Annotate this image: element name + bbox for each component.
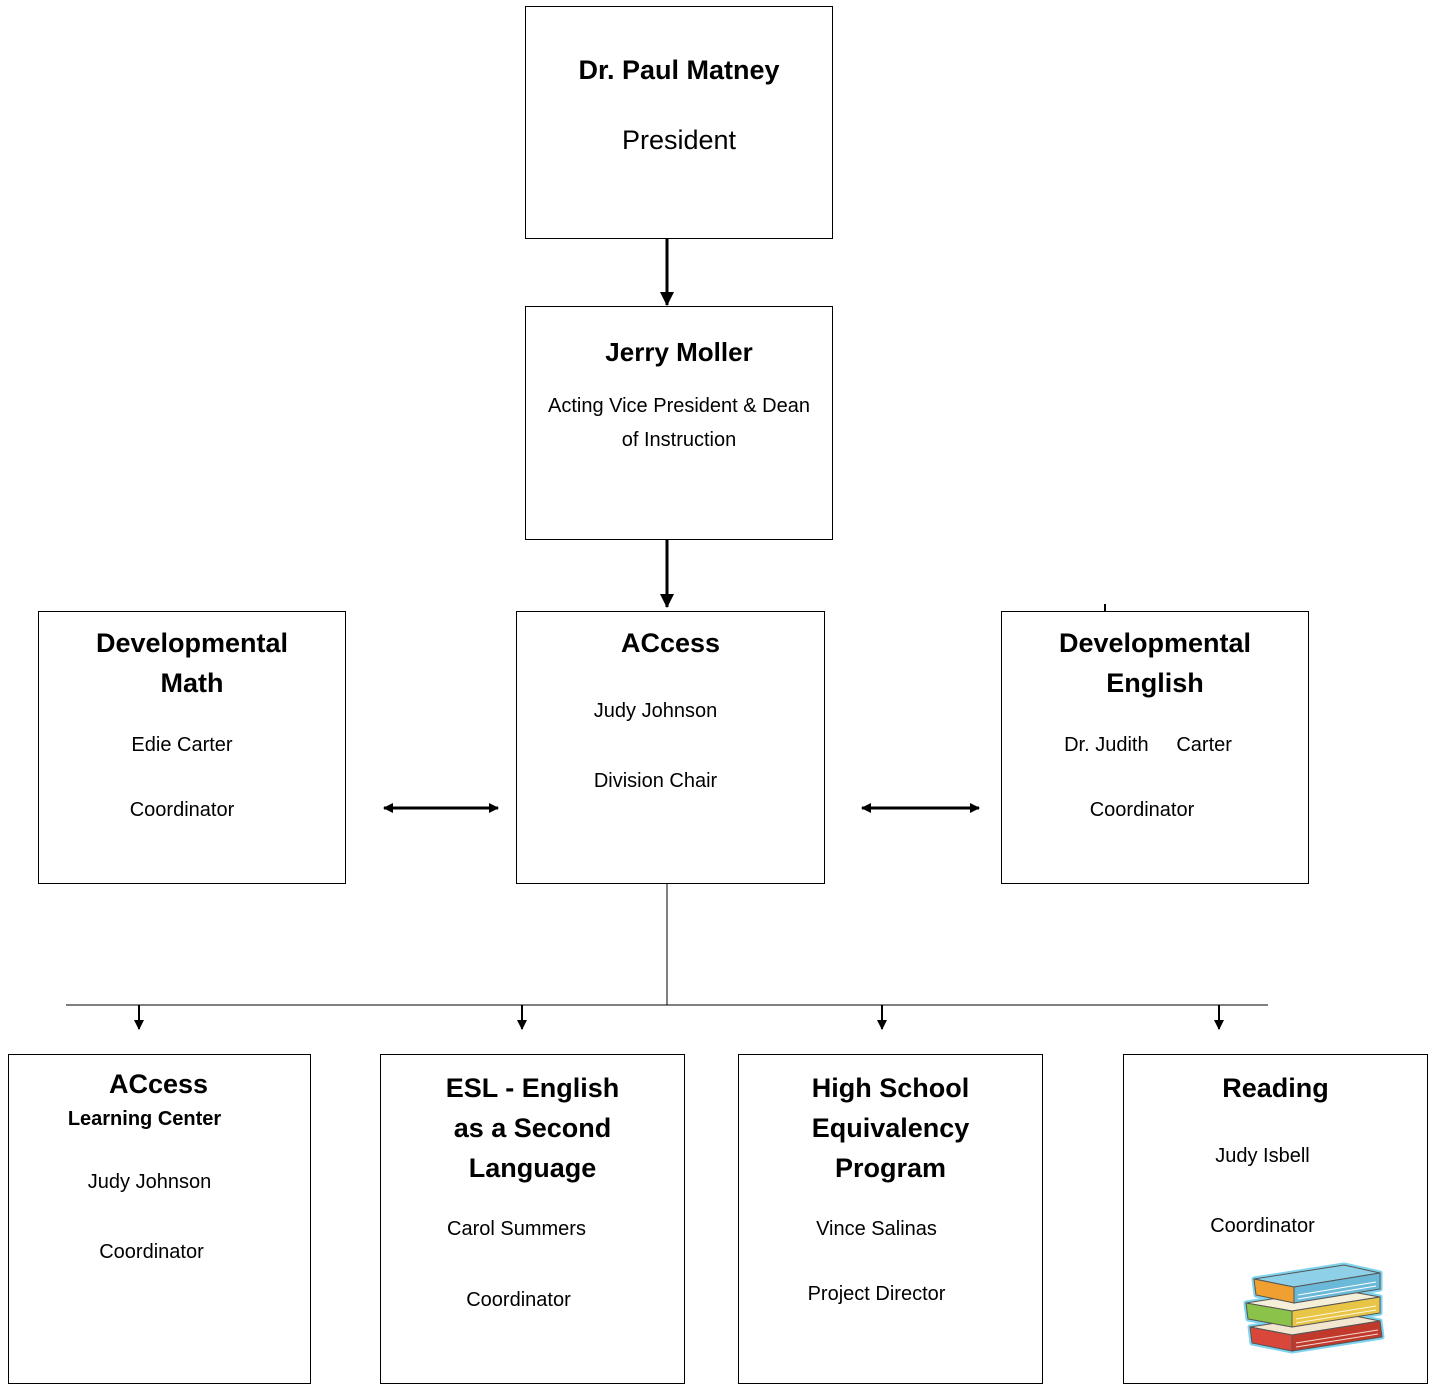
dev-math-person: Edie Carter (131, 734, 233, 756)
reading-title: Reading (1222, 1073, 1329, 1103)
vp-name: Jerry Moller (605, 337, 753, 367)
learning-center-person: Judy Johnson (87, 1171, 212, 1193)
dev-english-title-line1: Developmental (1058, 628, 1252, 658)
dev-english-title-line2: English (1106, 668, 1204, 698)
learning-center-subtitle: Learning Center (67, 1108, 222, 1130)
hsep-title-line1: High School (811, 1073, 970, 1103)
dev-math-title-line2: Math (160, 668, 224, 698)
esl-role: Coordinator (466, 1289, 571, 1311)
dev-math-box: Developmental Math Edie Carter Coordinat… (38, 611, 346, 884)
dev-math-role: Coordinator (129, 799, 235, 821)
access-title: ACcess (620, 628, 721, 658)
hsep-role: Project Director (807, 1283, 946, 1305)
esl-title-line2: as a Second (453, 1113, 612, 1143)
learning-center-title: ACcess (108, 1069, 209, 1099)
vp-title-line2: of Instruction (621, 429, 737, 451)
hsep-title-line2: Equivalency (811, 1113, 970, 1143)
reading-role: Coordinator (1210, 1215, 1315, 1237)
esl-title-line3: Language (468, 1153, 597, 1183)
dev-math-title-line1: Developmental (95, 628, 289, 658)
dev-english-role: Coordinator (1089, 799, 1195, 821)
esl-box: ESL - English as a Second Language Carol… (380, 1054, 685, 1384)
hsep-box: High School Equivalency Program Vince Sa… (738, 1054, 1043, 1384)
hsep-person: Vince Salinas (816, 1218, 937, 1240)
president-box: Dr. Paul Matney President (525, 6, 833, 239)
vp-box: Jerry Moller Acting Vice President & Dea… (525, 306, 833, 540)
access-person: Judy Johnson (593, 700, 718, 722)
dev-english-box: Developmental English Dr. Judith Carter … (1001, 611, 1309, 884)
dev-english-person: Dr. Judith Carter (1064, 734, 1232, 756)
esl-person: Carol Summers (447, 1218, 586, 1240)
president-title: President (621, 125, 737, 155)
reading-person: Judy Isbell (1215, 1145, 1310, 1167)
access-box: ACcess Judy Johnson Division Chair (516, 611, 825, 884)
esl-title-line1: ESL - English (445, 1073, 620, 1103)
books-icon (1243, 1262, 1385, 1354)
president-name: Dr. Paul Matney (578, 55, 780, 85)
learning-center-role: Coordinator (99, 1241, 204, 1263)
access-role: Division Chair (593, 770, 718, 792)
hsep-title-line3: Program (834, 1153, 947, 1183)
vp-title-line1: Acting Vice President & Dean (547, 395, 810, 417)
learning-center-box: ACcess Learning Center Judy Johnson Coor… (8, 1054, 311, 1384)
